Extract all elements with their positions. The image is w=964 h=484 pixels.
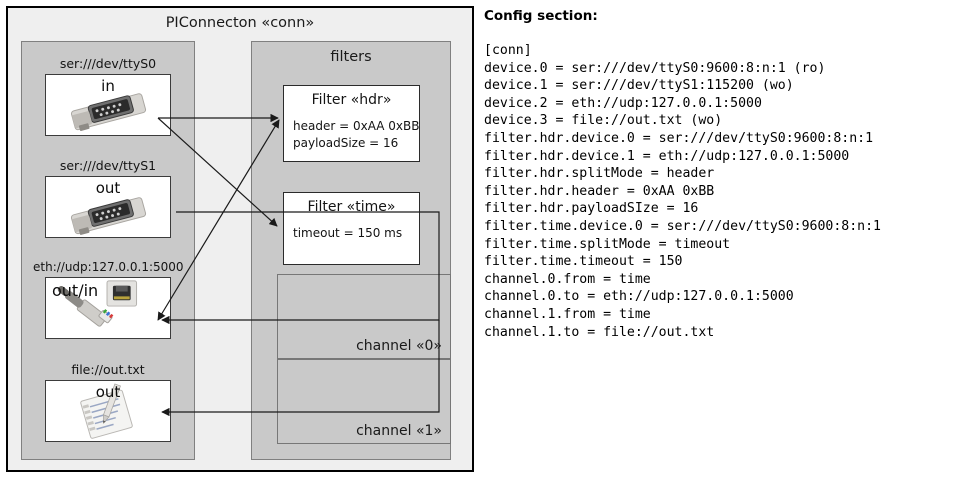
channel-box-1[interactable]: channel «1» [277,359,451,444]
serial-port-icon [46,177,170,237]
text-file-icon [46,381,170,441]
device-direction-label: out [95,383,121,401]
filter-properties: header = 0xAA 0xBB payloadSize = 16 [284,118,419,151]
config-line: filter.hdr.device.1 = eth://udp:127.0.0.… [484,148,850,164]
filter-title: Filter «hdr» [311,92,392,108]
diagram-panel: PIConnecton «conn» ser:///dev/ttyS0 in [6,6,474,472]
device-direction-label: in [101,77,115,95]
channel-label: channel «0» [356,338,442,354]
config-line: [conn] [484,43,532,58]
device-direction-label: out [95,179,121,197]
filters-group: filters Filter «hdr» header = 0xAA 0xBB … [251,41,451,460]
device-entry-file[interactable]: file://out.txt out [33,362,183,442]
device-caption: eth://udp:127.0.0.1:5000 [33,260,184,274]
channel-box-0[interactable]: channel «0» [277,274,451,359]
ethernet-jack-icon [46,278,170,338]
filter-card-time[interactable]: Filter «time» timeout = 150 ms [283,192,420,265]
filter-prop-timeout: timeout = 150 ms [293,226,403,240]
device-entry-eth[interactable]: eth://udp:127.0.0.1:5000 out/in [33,260,184,339]
filters-group-label: filters [330,49,372,65]
config-line: filter.hdr.payloadSIze = 16 [484,201,699,217]
config-text-block: [conn] device.0 = ser:///dev/ttyS0:9600:8… [484,42,881,341]
device-card-serial-out[interactable]: out [45,176,171,238]
config-line: device.0 = ser:///dev/ttyS0:9600:8:n:1 (… [484,60,826,76]
config-line: channel.1.from = time [484,306,651,322]
config-heading: Config section: [484,8,598,24]
device-caption: file://out.txt [71,362,145,377]
config-panel: Config section: [conn] device.0 = ser:///… [482,0,964,484]
config-line: channel.0.from = time [484,271,651,287]
filter-title: Filter «time» [307,199,396,215]
device-caption: ser:///dev/ttyS0 [59,56,157,71]
device-card-ethernet[interactable]: out/in [45,277,171,339]
device-entry-ttys0[interactable]: ser:///dev/ttyS0 in [33,56,183,136]
filter-prop-header: header = 0xAA 0xBB [293,119,420,133]
config-line: filter.hdr.device.0 = ser:///dev/ttyS0:9… [484,130,874,146]
config-line: filter.hdr.splitMode = header [484,166,715,182]
diagram-title: PIConnecton «conn» [165,15,315,31]
serial-port-icon [46,75,170,135]
config-line: device.1 = ser:///dev/ttyS1:115200 (wo) [484,78,794,94]
config-line: device.3 = file://out.txt (wo) [484,113,723,129]
device-entry-ttys1[interactable]: ser:///dev/ttyS1 out [33,158,183,238]
device-card-serial-in[interactable]: in [45,74,171,136]
config-line: filter.time.splitMode = timeout [484,236,731,252]
config-line: filter.time.timeout = 150 [484,254,683,270]
device-caption: ser:///dev/ttyS1 [59,158,157,173]
config-line: filter.time.device.0 = ser:///dev/ttyS0:… [484,218,881,234]
config-line: device.2 = eth://udp:127.0.0.1:5000 [484,95,762,111]
devices-group: ser:///dev/ttyS0 in [21,41,195,460]
filter-properties: timeout = 150 ms [284,225,419,242]
filter-prop-payloadsize: payloadSize = 16 [293,135,399,150]
config-line: channel.1.to = file://out.txt [484,324,715,340]
device-direction-label: out/in [52,281,99,300]
device-card-file-out[interactable]: out [45,380,171,442]
filter-card-hdr[interactable]: Filter «hdr» header = 0xAA 0xBB payloadS… [283,85,420,162]
channel-label: channel «1» [356,423,442,439]
config-line: channel.0.to = eth://udp:127.0.0.1:5000 [484,289,794,305]
config-line: filter.hdr.header = 0xAA 0xBB [484,183,715,199]
